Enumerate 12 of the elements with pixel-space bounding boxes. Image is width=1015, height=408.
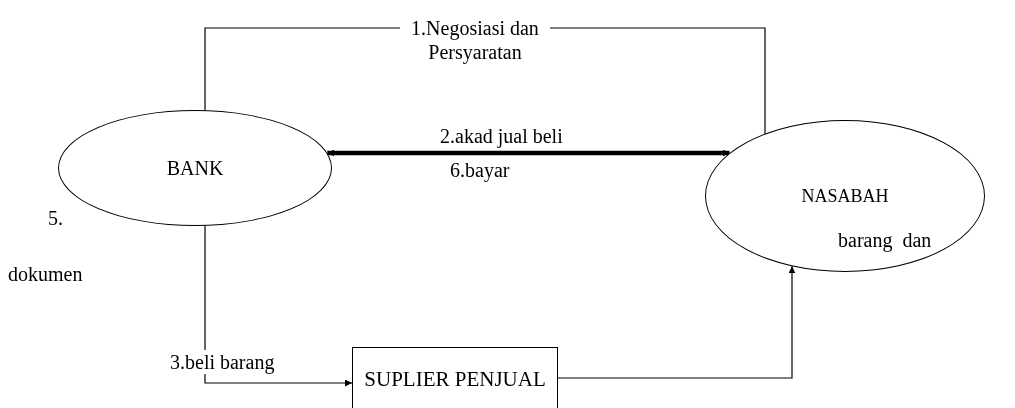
arrow — [204, 225, 353, 387]
text-label: dokumen — [8, 262, 83, 286]
node-label: BANK — [166, 156, 224, 180]
edge-label: 3.beli barang — [170, 350, 275, 374]
text-label: barang dan — [838, 228, 932, 252]
text-label: 6.bayar — [450, 158, 510, 182]
arrow — [557, 265, 796, 379]
process-box — [352, 347, 558, 408]
arrow — [327, 149, 730, 157]
text-label: 5. — [48, 206, 63, 230]
node-label: NASABAH — [801, 185, 889, 207]
node-label: SUPLIER PENJUAL — [364, 366, 546, 392]
